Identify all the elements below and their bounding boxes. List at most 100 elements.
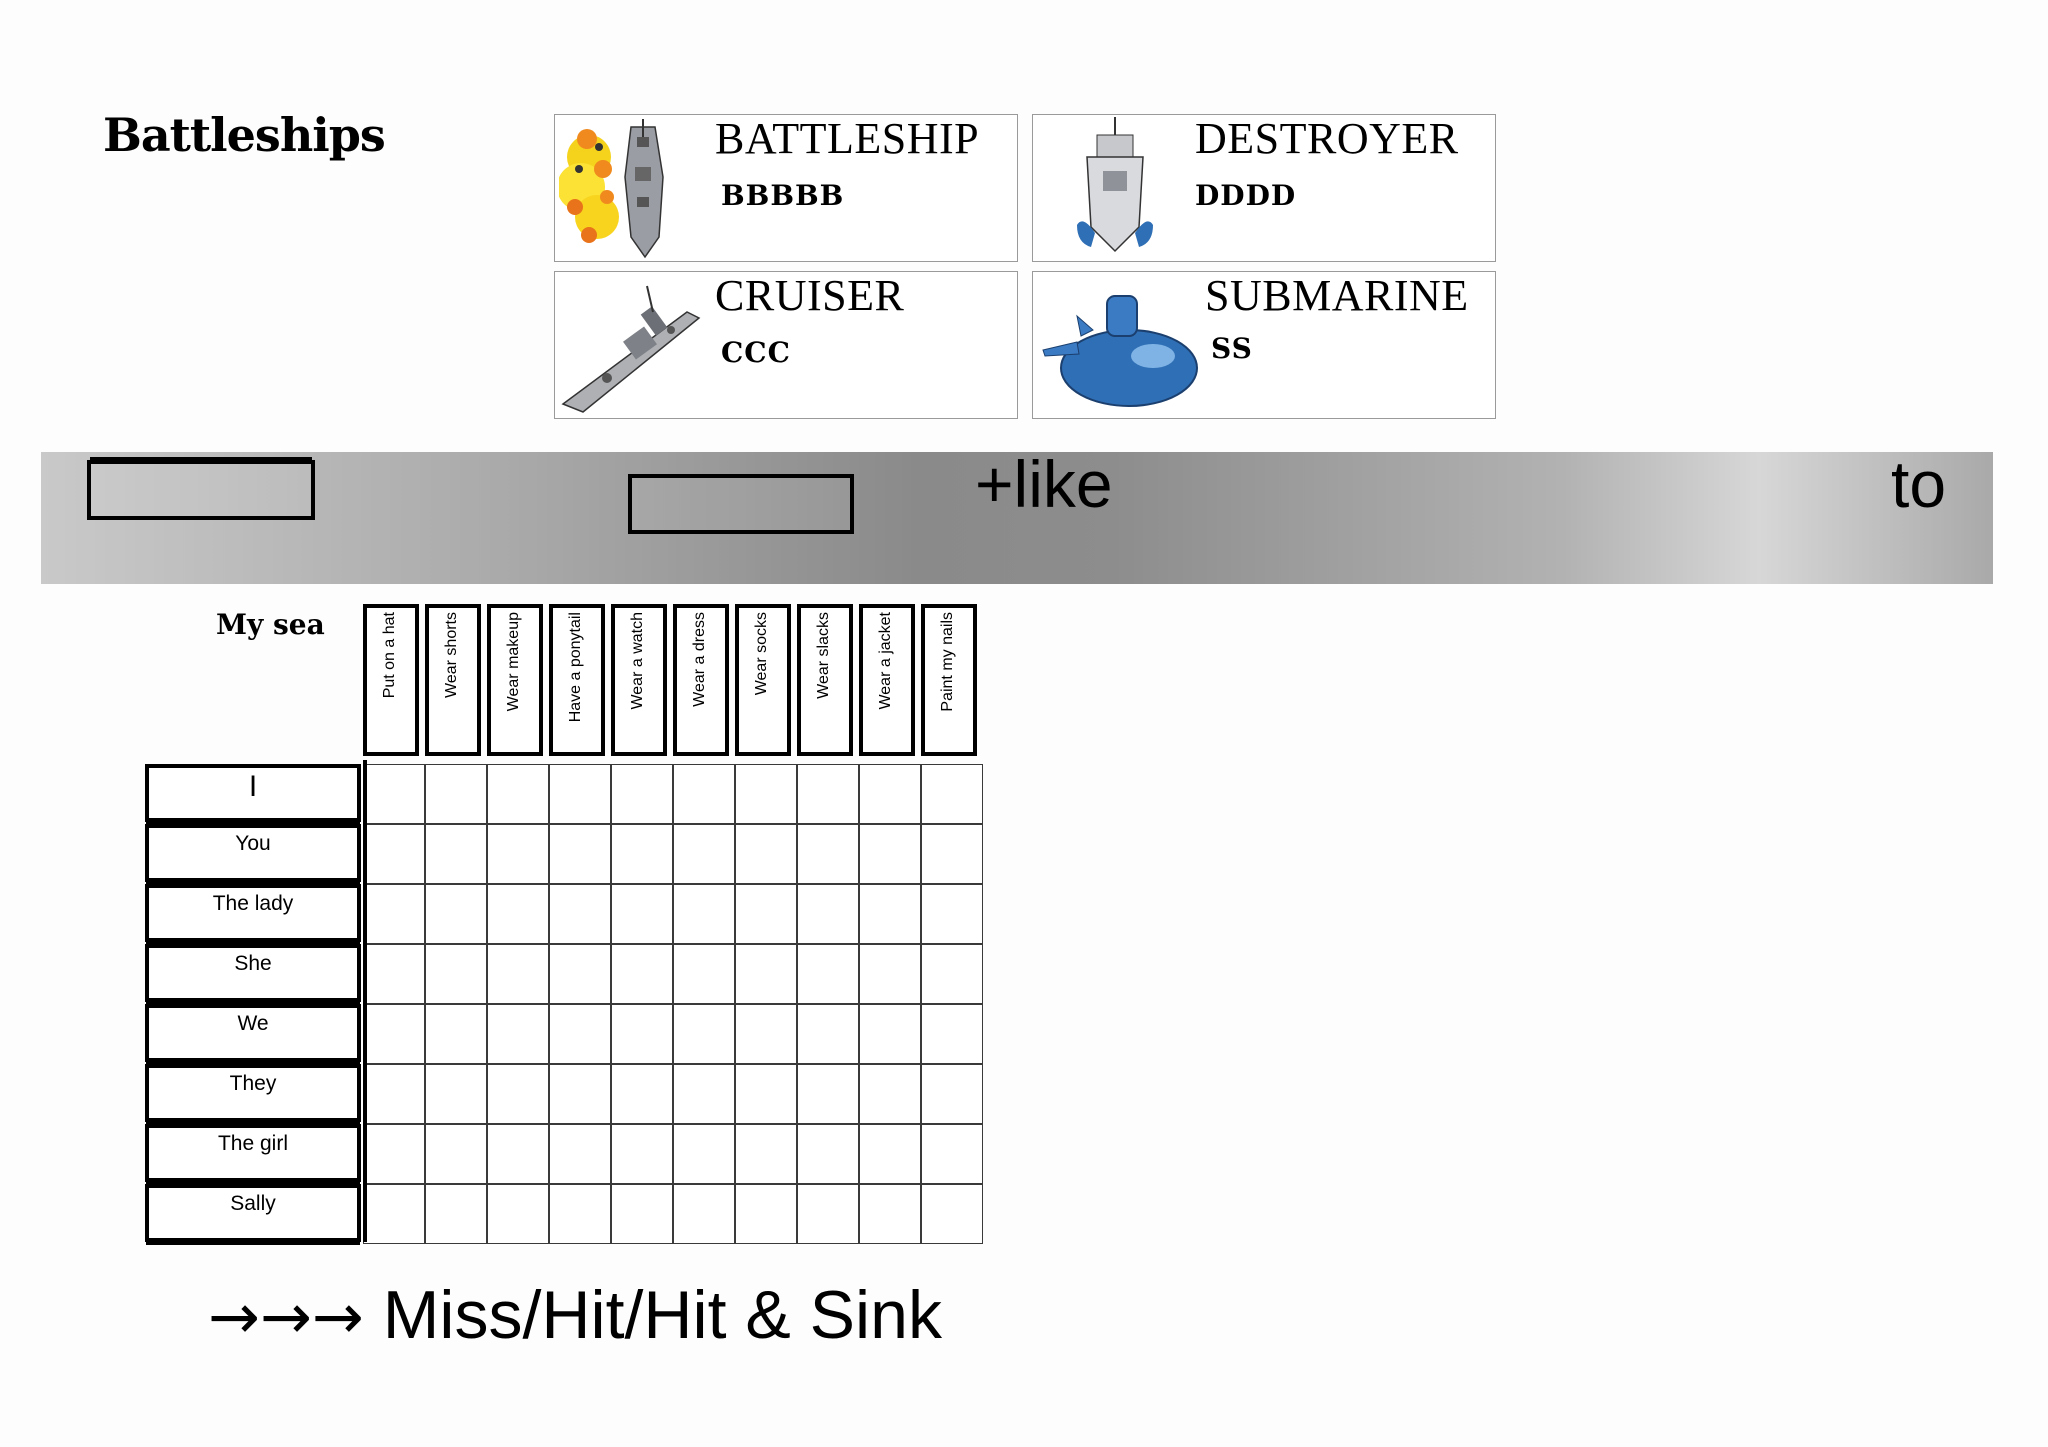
- grid-cell[interactable]: [673, 1124, 735, 1184]
- grid-cell[interactable]: [673, 1184, 735, 1244]
- grid-cell[interactable]: [425, 884, 487, 944]
- grid-cell[interactable]: [859, 944, 921, 1004]
- grid-cell[interactable]: [735, 824, 797, 884]
- ship-card-battleship: BATTLESHIP BBBBB: [554, 114, 1018, 262]
- grid-cell[interactable]: [425, 824, 487, 884]
- column-header: Wear a watch: [611, 604, 667, 756]
- ship-name: CRUISER: [715, 271, 905, 320]
- grid-cell[interactable]: [425, 1184, 487, 1244]
- column-header-label: Wear shorts: [443, 612, 460, 698]
- grid-cell[interactable]: [921, 1124, 983, 1184]
- grid-cell[interactable]: [611, 1184, 673, 1244]
- column-header-label: Wear a dress: [691, 612, 708, 707]
- grid-cell[interactable]: [735, 1064, 797, 1124]
- grid-cell[interactable]: [549, 1124, 611, 1184]
- ship-card-cruiser: CRUISER CCC: [554, 271, 1018, 419]
- grid-cell[interactable]: [487, 1064, 549, 1124]
- grid-cell[interactable]: [797, 884, 859, 944]
- grid-cell[interactable]: [673, 944, 735, 1004]
- grid-cell[interactable]: [363, 1064, 425, 1124]
- grid-cell[interactable]: [921, 764, 983, 824]
- grid-cell[interactable]: [425, 1004, 487, 1064]
- grid-cell[interactable]: [673, 1004, 735, 1064]
- verb-slot[interactable]: [628, 474, 854, 534]
- grid-cell[interactable]: [735, 1004, 797, 1064]
- grid-cell[interactable]: [797, 1124, 859, 1184]
- grid-cell[interactable]: [363, 884, 425, 944]
- grid-cell[interactable]: [859, 1064, 921, 1124]
- grid-cell[interactable]: [487, 884, 549, 944]
- grid-cell[interactable]: [549, 764, 611, 824]
- grid-cell[interactable]: [797, 824, 859, 884]
- grid-cell[interactable]: [797, 1064, 859, 1124]
- grid-cell[interactable]: [797, 1004, 859, 1064]
- grid-cell[interactable]: [859, 824, 921, 884]
- grid-cell[interactable]: [487, 944, 549, 1004]
- grid-cell[interactable]: [611, 884, 673, 944]
- column-header-label: Have a ponytail: [567, 612, 584, 723]
- row-header: Sally: [145, 1184, 361, 1242]
- grid-cell[interactable]: [425, 944, 487, 1004]
- ship-code: DDDD: [1195, 179, 1297, 212]
- column-header: Paint my nails: [921, 604, 977, 756]
- grid-cell[interactable]: [425, 764, 487, 824]
- grid-cell[interactable]: [921, 824, 983, 884]
- grid-cell[interactable]: [859, 1184, 921, 1244]
- grid-cell[interactable]: [549, 884, 611, 944]
- grid-cell[interactable]: [859, 1004, 921, 1064]
- grid-cell[interactable]: [549, 1064, 611, 1124]
- ship-code: CCC: [721, 336, 791, 369]
- column-header-label: Paint my nails: [939, 612, 956, 712]
- grid-cell[interactable]: [735, 764, 797, 824]
- column-header: Wear slacks: [797, 604, 853, 756]
- grid-cell[interactable]: [921, 884, 983, 944]
- grid-cell[interactable]: [921, 944, 983, 1004]
- grid-cell[interactable]: [549, 824, 611, 884]
- row-header: I: [145, 764, 361, 822]
- grid-cell[interactable]: [797, 764, 859, 824]
- grid-cell[interactable]: [363, 1184, 425, 1244]
- column-header-label: Put on a hat: [381, 612, 398, 699]
- grid-cell[interactable]: [673, 1064, 735, 1124]
- grid-cell[interactable]: [859, 1124, 921, 1184]
- grid-cell[interactable]: [487, 1184, 549, 1244]
- grid-cell[interactable]: [425, 1064, 487, 1124]
- grid-cell[interactable]: [921, 1064, 983, 1124]
- grid-cell[interactable]: [611, 1004, 673, 1064]
- grid-cell[interactable]: [735, 1124, 797, 1184]
- column-header: Wear socks: [735, 604, 791, 756]
- grid-cell[interactable]: [673, 824, 735, 884]
- grid-cell[interactable]: [735, 884, 797, 944]
- grid-cell[interactable]: [735, 1184, 797, 1244]
- grid-cell[interactable]: [611, 944, 673, 1004]
- grid-cell[interactable]: [611, 824, 673, 884]
- grid-cell[interactable]: [425, 1124, 487, 1184]
- grid-cell[interactable]: [921, 1184, 983, 1244]
- grid-cell[interactable]: [859, 764, 921, 824]
- grid-cell[interactable]: [797, 1184, 859, 1244]
- grid-cell[interactable]: [735, 944, 797, 1004]
- grid-cell[interactable]: [611, 1124, 673, 1184]
- grid-cell[interactable]: [797, 944, 859, 1004]
- subject-slot[interactable]: [87, 460, 315, 520]
- grid-cell[interactable]: [549, 1184, 611, 1244]
- band-like-text: +like: [975, 447, 1113, 521]
- grid-cell[interactable]: [611, 764, 673, 824]
- grid-cell[interactable]: [487, 1004, 549, 1064]
- grid-cell[interactable]: [673, 764, 735, 824]
- grid-cell[interactable]: [673, 884, 735, 944]
- grid-cell[interactable]: [549, 1004, 611, 1064]
- grid-cell[interactable]: [611, 1064, 673, 1124]
- grid-cell[interactable]: [549, 944, 611, 1004]
- grid-cell[interactable]: [363, 1124, 425, 1184]
- row-header: You: [145, 824, 361, 882]
- grid-cell[interactable]: [363, 824, 425, 884]
- sentence-band: [41, 452, 1993, 584]
- grid-cell[interactable]: [921, 1004, 983, 1064]
- grid-cell[interactable]: [363, 764, 425, 824]
- column-header: Wear makeup: [487, 604, 543, 756]
- grid-cell[interactable]: [487, 764, 549, 824]
- grid-cell[interactable]: [859, 884, 921, 944]
- grid-cell[interactable]: [487, 824, 549, 884]
- grid-cell[interactable]: [487, 1124, 549, 1184]
